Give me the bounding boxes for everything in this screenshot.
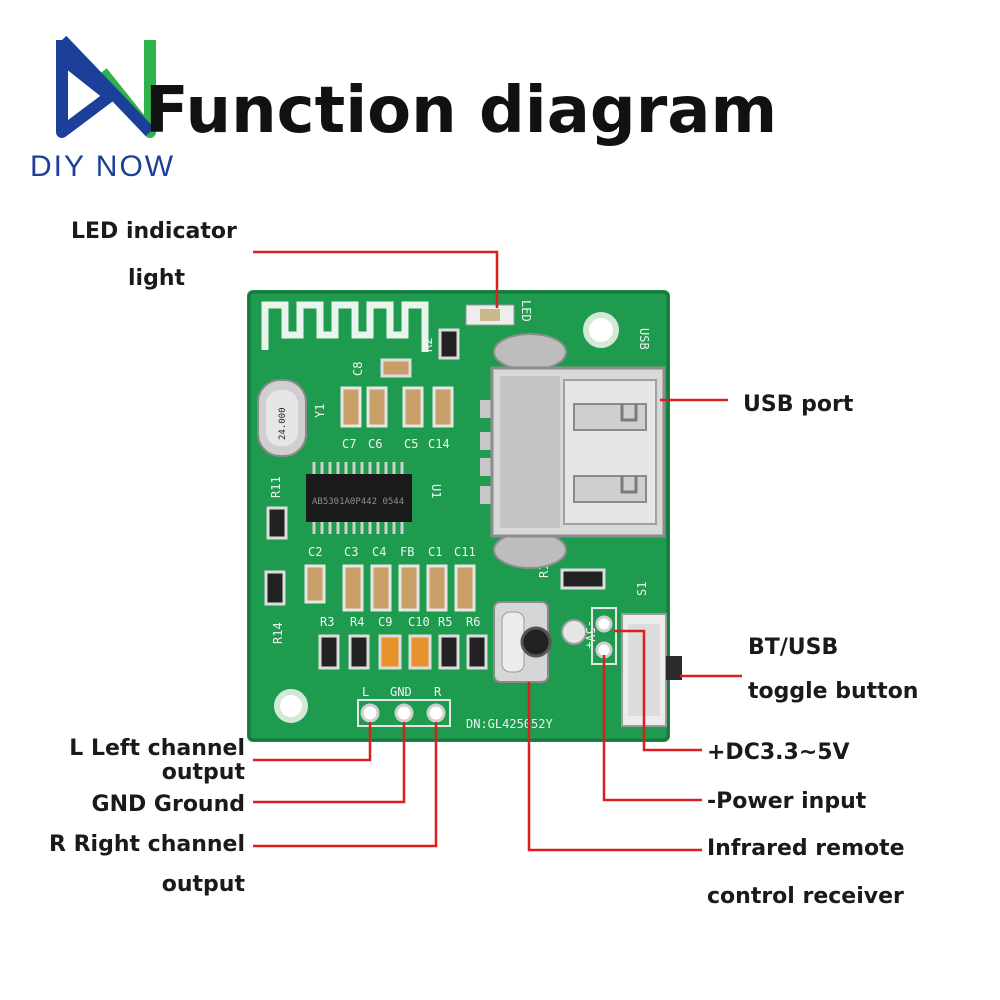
silk-c10: C10 [408,615,430,629]
ir-receiver [493,601,587,683]
silk-fb: FB [400,545,414,559]
silk-crystal: 24.000 [278,407,288,440]
silk-r6: R6 [466,615,480,629]
leader-power [602,655,702,802]
silk-pin-gnd: GND [390,685,412,699]
silk-c7: C7 [342,437,356,451]
silk-c3: C3 [344,545,358,559]
silk-c8: C8 [351,362,365,376]
silk-power: -5V+ [583,620,597,649]
silk-c2: C2 [308,545,322,559]
silk-y1: Y1 [313,404,327,418]
callout-toggle-line1: BT/USB [748,635,838,660]
silk-pin-l: L [362,685,369,699]
leader-lines [253,250,742,852]
brand-name: DIY NOW [30,150,175,183]
leader-led [253,250,499,308]
silk-r3: R3 [320,615,334,629]
leader-right [253,722,438,848]
leader-ir [527,682,702,852]
silk-c6: C6 [368,437,382,451]
silk-c9: C9 [378,615,392,629]
callout-right-line2: output [162,872,246,897]
silk-u1: U1 [429,484,443,498]
silk-r2: R2 [421,338,435,352]
silk-r4: R4 [350,615,364,629]
silk-led: LED [519,300,533,322]
callout-left-line2: output [162,760,246,785]
silk-r11: R11 [269,476,283,498]
silk-r14: R14 [271,622,285,644]
pcb-board: LED USB R2 C8 24.000 Y1 C7 C6 C5 C14 R11 [247,290,682,742]
silk-c1: C1 [428,545,442,559]
brand-logo [56,35,156,138]
silk-c5: C5 [404,437,418,451]
silk-chip: AB5301A0P442 0544 [312,497,404,507]
callout-usb: USB port [743,392,854,417]
silk-r5: R5 [438,615,452,629]
capacitor-row-top [340,386,454,428]
silk-c4: C4 [372,545,386,559]
antenna-trace [261,301,429,352]
leader-gnd [253,722,406,804]
callout-left-line1: L Left channel [69,736,245,761]
silk-s1: S1 [635,582,649,596]
callout-right-line1: R Right channel [49,832,245,857]
silk-usb: USB [637,328,651,350]
mount-hole-icon [583,312,619,348]
silk-serial: DN:GL425052Y [466,717,553,731]
leader-left [253,722,372,762]
silk-c14: C14 [428,437,450,451]
callout-led-line2: light [128,266,185,291]
callout-ir-line1: Infrared remote [707,836,905,861]
audio-pins [357,699,451,727]
resistor-r2 [438,328,460,360]
page-title: Function diagram [145,74,777,148]
component-row-lower [318,634,488,670]
leader-dc [614,629,702,752]
callout-ir-line2: control receiver [707,884,904,909]
callout-power: -Power input [707,789,867,814]
callout-gnd: GND Ground [92,792,245,817]
usb-port [480,333,666,569]
callout-led-line1: LED indicator [71,219,237,244]
power-pads [591,607,617,665]
capacitor-row-middle [264,564,476,612]
callout-toggle-line2: toggle button [748,679,918,704]
silk-pin-r: R [434,685,442,699]
chip-u1: AB5301A0P442 0544 [306,462,412,534]
silk-c11: C11 [454,545,476,559]
callout-dc: +DC3.3~5V [707,740,850,765]
mount-hole-icon [274,689,308,723]
